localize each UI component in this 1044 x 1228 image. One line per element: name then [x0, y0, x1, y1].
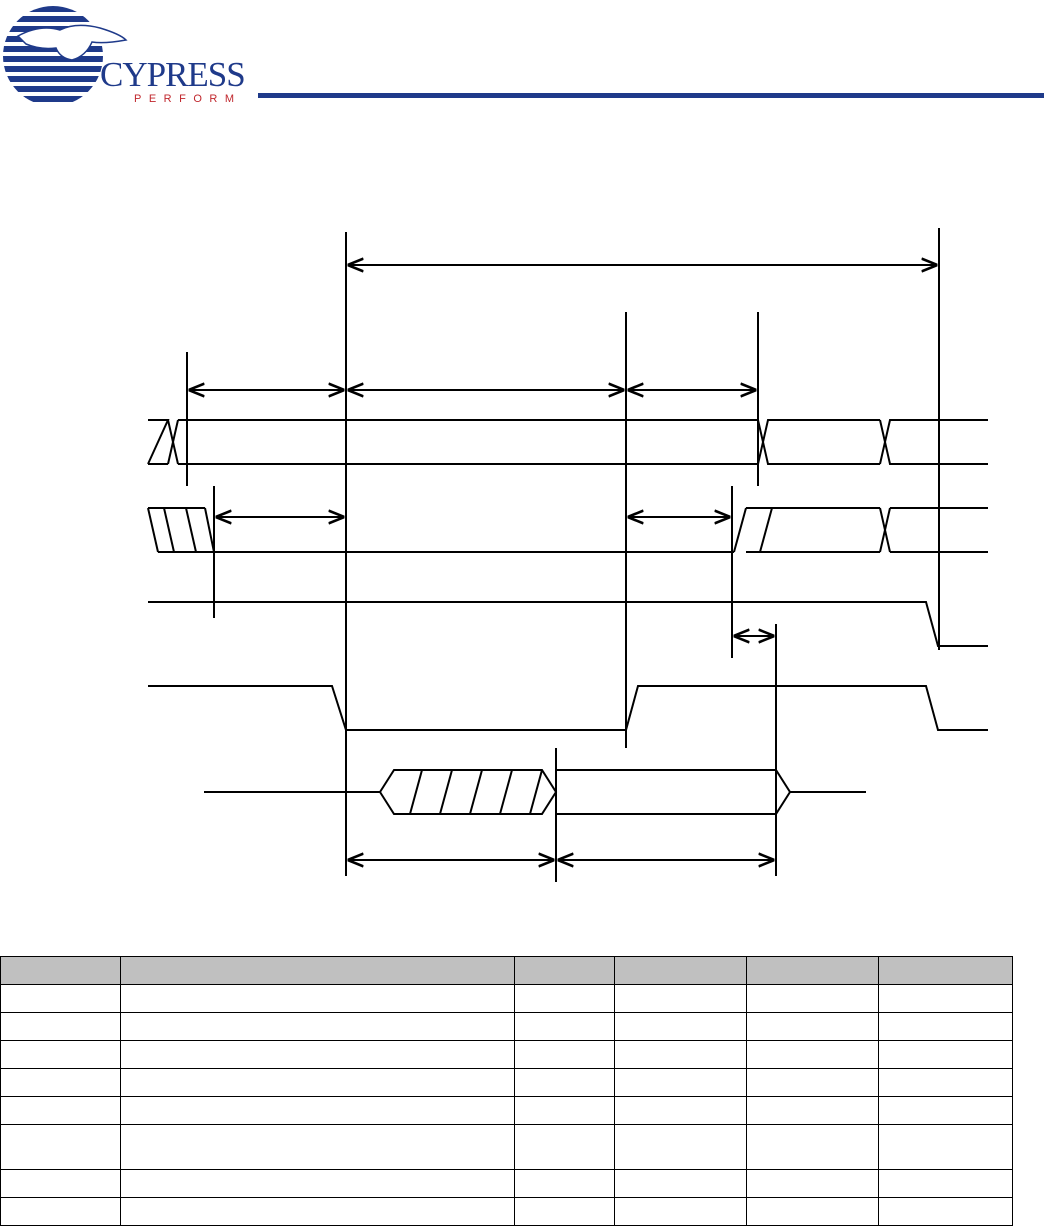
table-row — [0, 1012, 1013, 1041]
table-cell — [614, 1197, 747, 1226]
column-header — [120, 956, 515, 985]
tree-icon — [16, 24, 128, 61]
column-header — [514, 956, 615, 985]
column-header — [0, 956, 121, 985]
table-row — [0, 1197, 1013, 1226]
table-cell — [120, 1012, 515, 1041]
table-cell — [0, 1169, 121, 1198]
table-cell — [614, 984, 747, 1013]
table-cell — [614, 1068, 747, 1097]
table-cell — [514, 1040, 615, 1069]
timing-arrows — [190, 265, 936, 860]
table-cell — [120, 1068, 515, 1097]
table-cell — [514, 1068, 615, 1097]
table-cell — [614, 1169, 747, 1198]
waveform-address-bus — [147, 419, 988, 465]
header-rule — [258, 93, 1044, 98]
timing-diagram — [147, 228, 988, 882]
table-cell — [120, 1096, 515, 1125]
table-cell — [120, 1197, 515, 1226]
reference-lines — [186, 228, 940, 882]
table-cell — [120, 1040, 515, 1069]
table-cell — [0, 984, 121, 1013]
table-cell — [614, 1012, 747, 1041]
table-cell — [514, 1124, 615, 1170]
table-cell — [614, 1124, 747, 1170]
table-cell — [0, 1068, 121, 1097]
waveform-strobe — [148, 601, 988, 647]
table-row — [0, 1096, 1013, 1125]
table-cell — [514, 1096, 615, 1125]
table-cell — [614, 1040, 747, 1069]
column-header — [614, 956, 747, 985]
table-cell — [746, 1169, 879, 1198]
table-cell — [0, 1124, 121, 1170]
brand-tagline: PERFORM — [134, 93, 242, 105]
table-row — [0, 984, 1013, 1013]
waveform-chip-select — [148, 685, 988, 731]
column-header — [878, 956, 1013, 985]
table-cell — [514, 1197, 615, 1226]
table-cell — [120, 984, 515, 1013]
table-cell — [0, 1096, 121, 1125]
table-cell — [878, 1040, 1013, 1069]
table-cell — [746, 1068, 879, 1097]
table-cell — [514, 1012, 615, 1041]
table-cell — [746, 1096, 879, 1125]
column-header — [746, 956, 879, 985]
table-cell — [120, 1124, 515, 1170]
table-cell — [878, 1124, 1013, 1170]
table-cell — [514, 984, 615, 1013]
table-row — [0, 1169, 1013, 1198]
table-cell — [878, 1068, 1013, 1097]
table-cell — [746, 1197, 879, 1226]
table-cell — [514, 1169, 615, 1198]
waveform-data-setup — [147, 507, 988, 553]
table-header-row — [0, 956, 1013, 985]
table-cell — [0, 1197, 121, 1226]
table-cell — [878, 984, 1013, 1013]
brand-name: CYPRESS — [100, 55, 245, 94]
table-cell — [746, 1124, 879, 1170]
table-cell — [878, 1012, 1013, 1041]
table-cell — [0, 1040, 121, 1069]
table-row — [0, 1040, 1013, 1069]
table-cell — [878, 1197, 1013, 1226]
table-cell — [0, 1012, 121, 1041]
table-cell — [746, 1012, 879, 1041]
table-row — [0, 1124, 1013, 1170]
table-cell — [746, 1040, 879, 1069]
cypress-logo: CYPRESS PERFORM — [3, 6, 246, 106]
table-cell — [878, 1169, 1013, 1198]
table-cell — [746, 984, 879, 1013]
table-cell — [878, 1096, 1013, 1125]
table-row — [0, 1068, 1013, 1097]
timing-spec-table — [0, 956, 1013, 1226]
table-cell — [614, 1096, 747, 1125]
table-cell — [120, 1169, 515, 1198]
waveform-data-out — [204, 769, 866, 815]
page-header: CYPRESS PERFORM — [3, 6, 1044, 106]
